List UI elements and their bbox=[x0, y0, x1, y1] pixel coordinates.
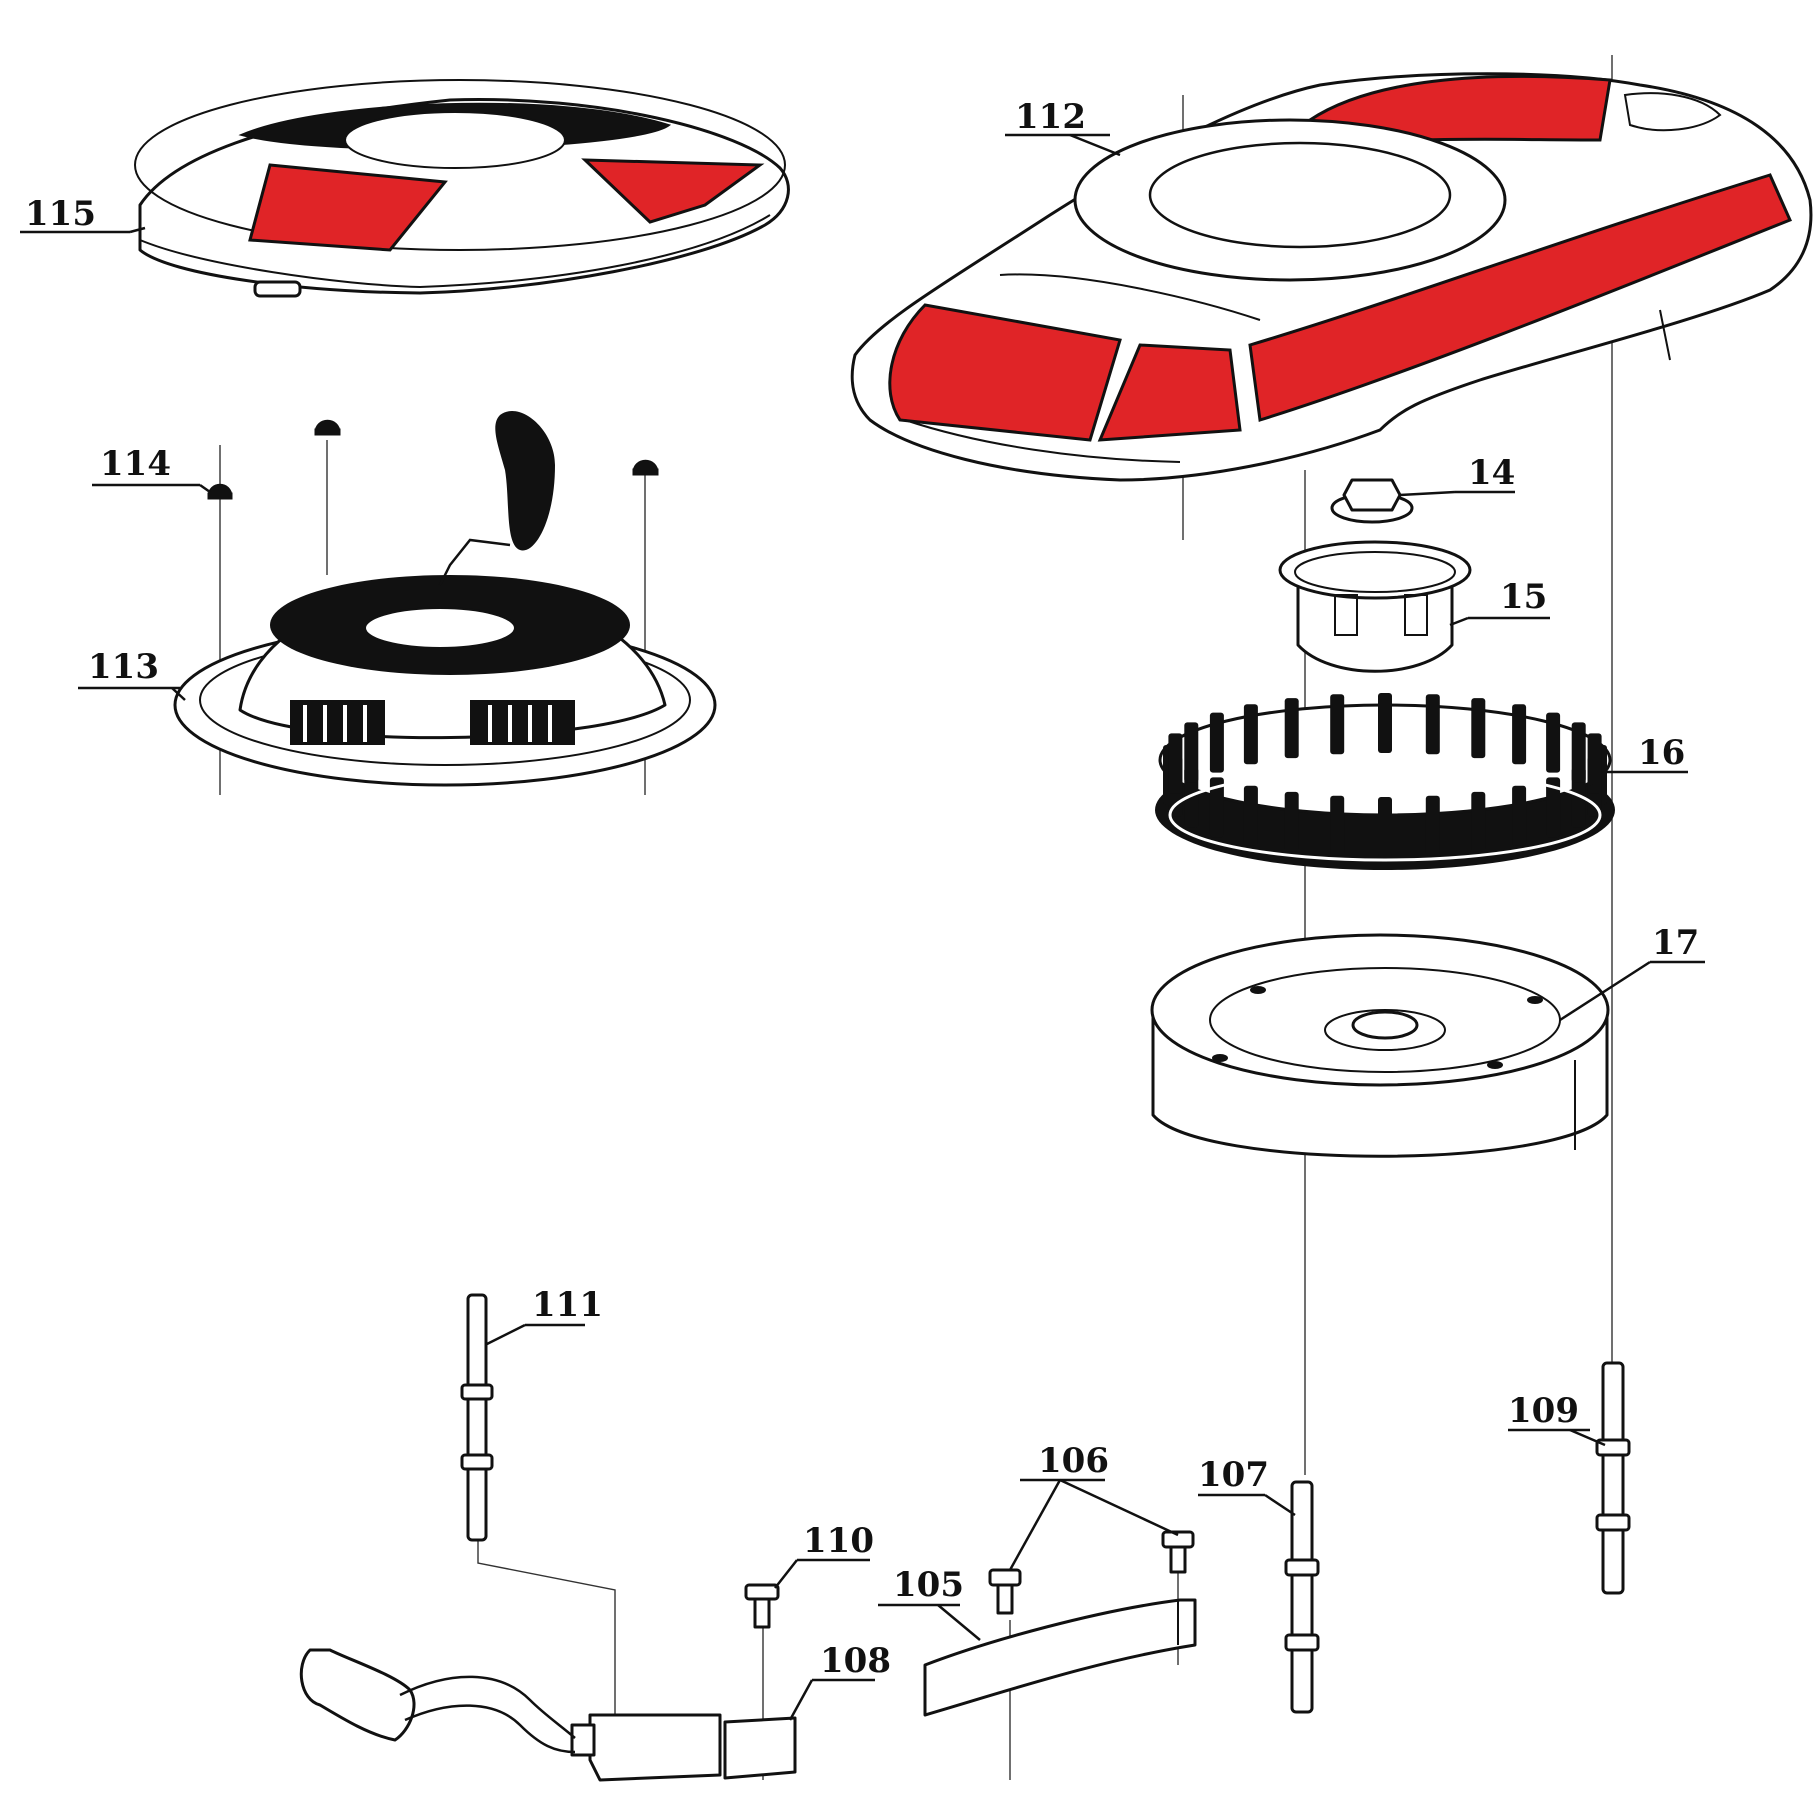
fan-blade bbox=[1168, 733, 1183, 794]
label-109: 109 bbox=[1508, 1391, 1579, 1431]
fan-blade bbox=[1243, 704, 1258, 765]
part-107-stud bbox=[1284, 1480, 1320, 1714]
fan-blade bbox=[1330, 694, 1345, 755]
fan-blade bbox=[1184, 767, 1199, 828]
label-114: 114 bbox=[100, 444, 171, 484]
part-16-fan bbox=[1155, 693, 1615, 870]
fan-blade bbox=[1209, 712, 1224, 773]
part-106-bolts bbox=[988, 1530, 1195, 1615]
label-112: 112 bbox=[1015, 97, 1086, 137]
fan-blade bbox=[1378, 797, 1392, 857]
label-105: 105 bbox=[893, 1565, 964, 1605]
fan-blade bbox=[1512, 785, 1527, 846]
label-106: 106 bbox=[1038, 1441, 1109, 1481]
fan-blade bbox=[1330, 795, 1345, 856]
part-14-nut bbox=[1330, 478, 1414, 524]
part-111-stud bbox=[460, 1293, 494, 1542]
part-110-bolt bbox=[744, 1583, 780, 1629]
label-16: 16 bbox=[1638, 733, 1685, 773]
part-113-recoil-starter bbox=[173, 411, 717, 787]
label-108: 108 bbox=[820, 1641, 891, 1681]
fan-blade bbox=[1284, 698, 1299, 759]
callout-labels: 115 112 114 113 14 15 16 17 111 106 107 … bbox=[25, 97, 1699, 1681]
fan-blade bbox=[1184, 722, 1199, 783]
part-112-blower-housing bbox=[850, 72, 1813, 482]
label-115: 115 bbox=[25, 194, 96, 234]
fan-blade bbox=[1512, 704, 1527, 765]
fan-blade bbox=[1571, 722, 1586, 783]
label-111: 111 bbox=[532, 1285, 603, 1325]
label-110: 110 bbox=[803, 1521, 874, 1561]
part-108-ignition-coil bbox=[299, 1648, 797, 1782]
fan-blade bbox=[1425, 694, 1440, 755]
fan-blade bbox=[1425, 795, 1440, 856]
fan-blade bbox=[1471, 791, 1486, 852]
fan-blade bbox=[1546, 777, 1561, 838]
fan-blade bbox=[1209, 777, 1224, 838]
label-113: 113 bbox=[88, 647, 159, 687]
label-107: 107 bbox=[1198, 1455, 1269, 1495]
fan-blade bbox=[1571, 767, 1586, 828]
part-109-stud bbox=[1595, 1361, 1631, 1595]
part-105-baffle bbox=[923, 1598, 1197, 1717]
part-15-starter-cup bbox=[1278, 540, 1472, 673]
fan-blade bbox=[1546, 712, 1561, 773]
fan-blade bbox=[1284, 791, 1299, 852]
label-15: 15 bbox=[1500, 577, 1547, 617]
part-115-cover bbox=[134, 79, 790, 298]
fan-blade bbox=[1471, 698, 1486, 759]
callout-leaders bbox=[20, 133, 1705, 1721]
label-17: 17 bbox=[1652, 923, 1699, 963]
part-114-cap-nuts bbox=[207, 419, 659, 500]
label-14: 14 bbox=[1468, 453, 1515, 493]
part-17-flywheel bbox=[1150, 933, 1610, 1158]
fan-blade bbox=[1243, 785, 1258, 846]
fan-blade bbox=[1378, 693, 1392, 753]
